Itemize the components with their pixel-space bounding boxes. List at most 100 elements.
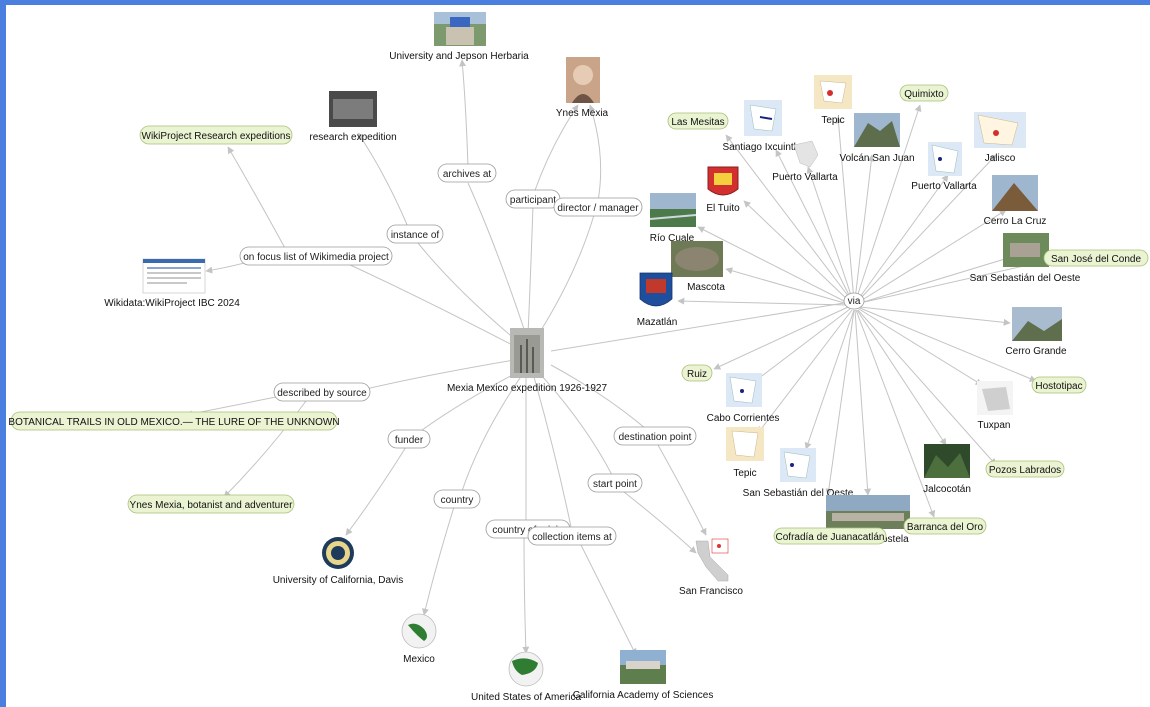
svg-text:Volcán San Juan: Volcán San Juan <box>839 153 914 164</box>
via-edge-line <box>743 200 851 303</box>
via-place-jalisco[interactable]: Jalisco <box>974 112 1026 164</box>
center-node[interactable]: Mexia Mexico expedition 1926-1927 <box>447 328 608 394</box>
ynes-portrait-thumbnail <box>566 57 600 103</box>
via-place-cerro-la-cruz[interactable]: Cerro La Cruz <box>984 175 1047 227</box>
property-director-manager[interactable]: director / manager <box>553 197 643 217</box>
forest-photo-thumbnail <box>924 444 970 478</box>
edge-line <box>537 214 595 336</box>
ynes-node[interactable]: Ynes Mexia <box>556 57 609 119</box>
property-pills: archives at participant director / manag… <box>239 163 697 546</box>
svg-text:Jalcocotán: Jalcocotán <box>923 484 971 495</box>
edge-line <box>357 132 409 228</box>
via-place-san-sebastian-1[interactable]: San Sebastián del Oeste <box>970 233 1081 284</box>
svg-text:country of origin: country of origin <box>492 525 563 536</box>
via-place-jalcocotan[interactable]: Jalcocotán <box>923 444 971 495</box>
literal-botanical-trails[interactable]: BOTANICAL TRAILS IN OLD MEXICO.— THE LUR… <box>8 411 340 431</box>
map-thumbnail <box>977 381 1013 415</box>
via-place-quimixto[interactable]: Quimixto <box>899 84 949 102</box>
via-place-pozos-labrados[interactable]: Pozos Labrados <box>985 460 1065 478</box>
svg-text:archives at: archives at <box>443 169 492 180</box>
via-place-santiago[interactable]: Santiago Ixcuintla <box>723 100 802 153</box>
edge-line <box>533 376 572 528</box>
municipality-shape-icon <box>793 140 819 168</box>
property-destination-point[interactable]: destination point <box>613 426 697 446</box>
via-hub[interactable]: via <box>843 292 865 310</box>
property-archives-at[interactable]: archives at <box>437 163 497 183</box>
map-thumbnail <box>726 427 764 461</box>
literal-wikiproject-research[interactable]: WikiProject Research expeditions <box>139 125 293 145</box>
expedition-photo-thumbnail <box>510 328 544 378</box>
via-edge-line <box>856 309 947 446</box>
via-place-puerto-vallarta-2[interactable]: Puerto Vallarta <box>911 142 977 192</box>
property-country[interactable]: country <box>433 489 481 509</box>
svg-text:Mascota: Mascota <box>687 282 725 293</box>
svg-text:Tuxpan: Tuxpan <box>978 420 1011 431</box>
via-place-san-sebastian-2[interactable]: San Sebastián del Oeste <box>743 448 854 499</box>
center-label: Mexia Mexico expedition 1926-1927 <box>447 383 608 394</box>
building-photo-thumbnail <box>620 650 666 684</box>
via-place-hostotipac[interactable]: Hostotipac <box>1031 376 1087 394</box>
via-place-volcan[interactable]: Volcán San Juan <box>839 113 915 164</box>
via-place-cabo-corrientes[interactable]: Cabo Corrientes <box>707 373 780 424</box>
property-start-point[interactable]: start point <box>587 473 643 493</box>
via-place-las-mesitas[interactable]: Las Mesitas <box>667 112 729 130</box>
svg-text:Barranca del Oro: Barranca del Oro <box>907 522 984 533</box>
edge-line <box>550 302 845 352</box>
literal-ynes-botanist[interactable]: Ynes Mexia, botanist and adventurer <box>127 494 295 514</box>
via-place-el-tuito[interactable]: El Tuito <box>706 166 740 214</box>
map-thumbnail <box>780 448 816 482</box>
svg-text:Pozos Labrados: Pozos Labrados <box>989 465 1061 476</box>
svg-text:on focus list of Wikimedia pro: on focus list of Wikimedia project <box>243 252 389 263</box>
via-edge-line <box>855 104 922 301</box>
via-place-puerto-vallarta-1[interactable]: Puerto Vallarta <box>772 140 838 183</box>
research-expedition-node[interactable]: research expedition <box>309 91 397 143</box>
svg-text:San Sebastián del Oeste: San Sebastián del Oeste <box>743 488 854 499</box>
calacademy-node[interactable]: California Academy of Sciences <box>573 650 714 701</box>
property-on-focus-list[interactable]: on focus list of Wikimedia project <box>239 246 393 266</box>
svg-text:Quimixto: Quimixto <box>904 89 944 100</box>
edge-line <box>657 444 707 536</box>
ucdavis-node[interactable]: University of California, Davis <box>273 537 404 586</box>
property-described-by-source[interactable]: described by source <box>273 382 371 402</box>
san-francisco-node[interactable]: San Francisco <box>679 538 743 597</box>
graph-canvas[interactable]: Mexia Mexico expedition 1926-1927 Univer… <box>6 5 1150 707</box>
via-place-barranca-del-oro[interactable]: Barranca del Oro <box>903 517 987 535</box>
property-instance-of[interactable]: instance of <box>386 224 444 244</box>
edges <box>185 59 1047 656</box>
via-place-tuxpan[interactable]: Tuxpan <box>977 381 1013 431</box>
edge-line <box>540 374 613 476</box>
property-collection-items-at[interactable]: collection items at <box>527 526 617 546</box>
mexico-node[interactable]: Mexico <box>401 613 437 665</box>
svg-text:San Sebastián del Oeste: San Sebastián del Oeste <box>970 273 1081 284</box>
via-place-rio-cuale[interactable]: Río Cuale <box>650 193 697 244</box>
herbaria-node[interactable]: University and Jepson Herbaria <box>389 12 529 62</box>
usa-node[interactable]: United States of America <box>471 651 581 703</box>
via-edge-line <box>835 116 855 302</box>
property-funder[interactable]: funder <box>387 429 431 449</box>
via-place-cerro-grande[interactable]: Cerro Grande <box>1005 307 1067 357</box>
edge-line <box>588 104 602 202</box>
svg-text:WikiProject Research expeditio: WikiProject Research expeditions <box>142 131 291 142</box>
svg-text:start point: start point <box>593 479 637 490</box>
svg-text:director / manager: director / manager <box>557 203 639 214</box>
via-place-san-jose-del-conde[interactable]: San José del Conde <box>1043 249 1149 267</box>
map-thumbnail <box>726 373 762 407</box>
via-edge-line <box>859 258 1047 304</box>
via-place-ruiz[interactable]: Ruiz <box>681 364 713 382</box>
via-edge-line <box>697 226 849 304</box>
calacademy-label: California Academy of Sciences <box>573 690 714 701</box>
herbaria-photo-thumbnail <box>434 12 486 46</box>
property-participant[interactable]: participant <box>505 189 561 209</box>
wikiproject-ibc-node[interactable]: Wikidata:WikiProject IBC 2024 <box>104 258 240 309</box>
via-place-cofradia[interactable]: Cofradía de Juanacatlán <box>773 527 887 545</box>
seal-icon <box>322 537 354 569</box>
via-place-mazatlan[interactable]: Mazatlán <box>637 272 678 328</box>
edge-line <box>623 491 697 554</box>
knowledge-graph[interactable]: Mexia Mexico expedition 1926-1927 Univer… <box>6 5 1150 707</box>
via-place-tepic-top[interactable]: Tepic <box>814 75 852 126</box>
svg-text:funder: funder <box>395 435 424 446</box>
via-edge-line <box>858 308 983 386</box>
via-place-tepic-bottom[interactable]: Tepic <box>726 427 764 479</box>
via-place-mascota[interactable]: Mascota <box>671 241 725 293</box>
map-thumbnail <box>744 100 782 136</box>
